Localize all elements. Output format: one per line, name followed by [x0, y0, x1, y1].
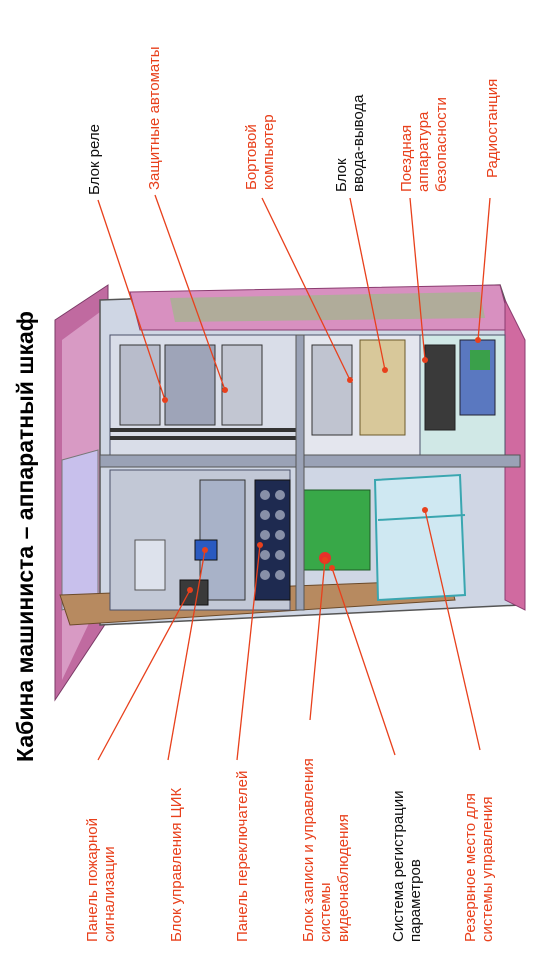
- label-fire-alarm-panel: Панель пожарной сигнализации: [84, 817, 119, 942]
- switch-knobs-panel: [254, 479, 291, 601]
- display-panel: [134, 539, 166, 591]
- io-block: [359, 339, 406, 436]
- label-reserve-space: Резервное место для системы управления: [462, 793, 497, 942]
- label-relay-block: Блок реле: [86, 124, 103, 195]
- relay-block: [119, 344, 161, 426]
- lavender-panel: [61, 449, 99, 611]
- pointer-lines-bottom: [97, 509, 481, 761]
- label-switch-panel: Панель переключателей: [234, 770, 251, 942]
- pointer-lines-top: [97, 194, 491, 401]
- label-train-safety: Поездная аппаратура безопасности: [398, 97, 450, 192]
- label-io-block: Блок ввода-вывода: [333, 94, 368, 192]
- label-video-recording: Блок записи и управления системы видеона…: [300, 758, 352, 942]
- label-cik-control: Блок управления ЦИК: [168, 787, 185, 942]
- frame-post: [295, 334, 305, 611]
- reserve-space-frame: [373, 473, 467, 602]
- label-parameter-registration: Система регистрации параметров: [390, 790, 425, 942]
- pointer-dots-bottom: [187, 507, 428, 593]
- label-onboard-computer: Бортовой компьютер: [243, 114, 278, 190]
- cabinet-top-green: [170, 292, 485, 322]
- label-radio-station: Радиостанция: [484, 78, 501, 178]
- breaker-block-2: [221, 344, 263, 426]
- onboard-computer: [311, 344, 353, 436]
- breaker-block: [164, 344, 216, 426]
- video-record-unit: [299, 489, 371, 571]
- radio-green-board: [470, 350, 490, 370]
- pointer-dots-top: [162, 337, 481, 403]
- frame-bar: [99, 454, 521, 468]
- safety-equipment: [424, 344, 456, 431]
- label-circuit-breakers: Защитные автоматы: [146, 46, 163, 190]
